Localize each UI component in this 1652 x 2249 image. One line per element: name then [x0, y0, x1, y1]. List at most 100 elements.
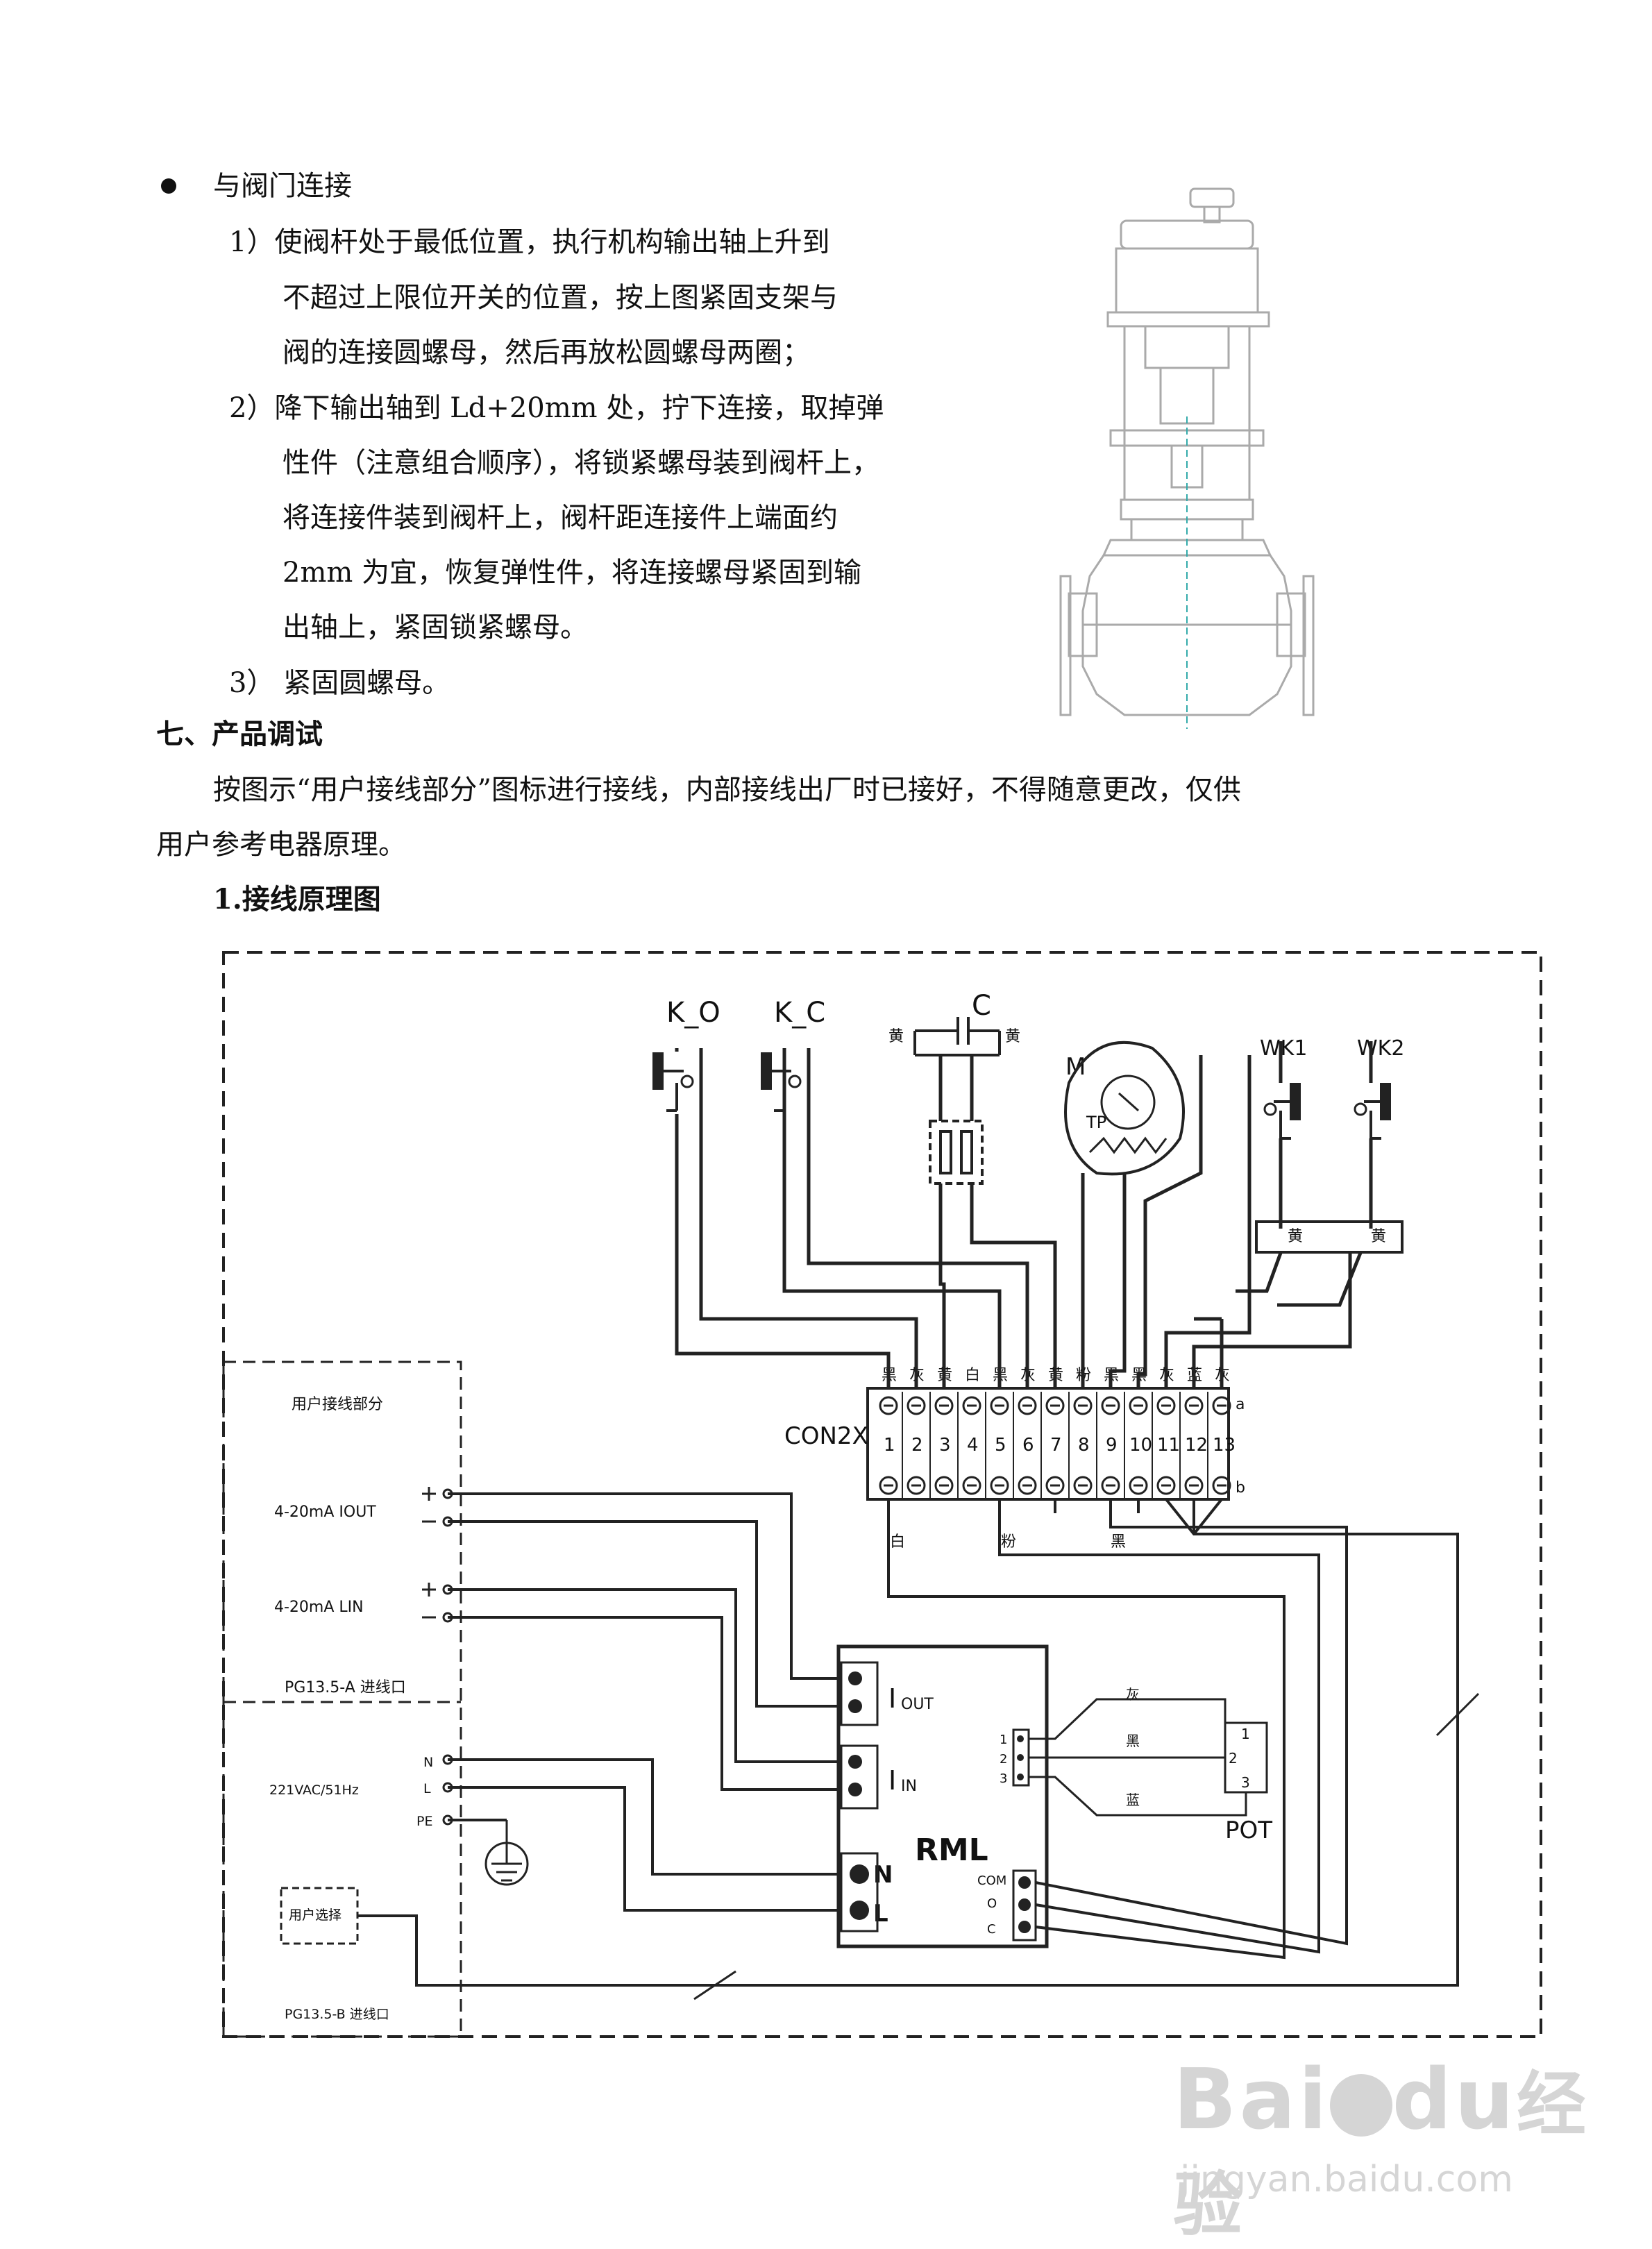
- terminal-screw-a-4: [962, 1396, 981, 1415]
- label-pot-pin1: 1: [1241, 1726, 1250, 1742]
- terminal-screw-a-7: [1045, 1396, 1065, 1415]
- terminal-screw-a-12: [1184, 1396, 1204, 1415]
- terminal-screw-a-11: [1156, 1396, 1176, 1415]
- label-pin-2: 2: [1000, 1752, 1007, 1767]
- terminal-screw-b-12: [1184, 1476, 1204, 1495]
- terminal-screw-b-2: [907, 1476, 926, 1495]
- terminal-screw-b-5: [990, 1476, 1009, 1495]
- label-user-select: 用户选择: [289, 1907, 342, 1923]
- terminal-screw-b-1: [879, 1476, 898, 1495]
- label-n: N: [423, 1755, 433, 1770]
- label-iin-sub: IN: [901, 1778, 917, 1795]
- sub-title-wiring: 1.接线原理图: [213, 883, 381, 916]
- step1-line1: 1）使阀杆处于最低位置，执行机构输出轴上升到: [229, 226, 830, 258]
- terminal-screw-a-6: [1018, 1396, 1037, 1415]
- label-power: 221VAC/51Hz: [269, 1783, 359, 1798]
- terminal-screw-a-1: [879, 1396, 898, 1415]
- terminal-number-10: 10: [1129, 1435, 1152, 1456]
- label-rml: RML: [915, 1833, 988, 1868]
- label-con2x: CON2X: [784, 1422, 868, 1450]
- terminal-screw-b-8: [1073, 1476, 1093, 1495]
- label-cap-yellow-left: 黄: [888, 1028, 904, 1045]
- terminal-screw-b-6: [1018, 1476, 1037, 1495]
- step2-line2: 性件（注意组合顺序），将锁紧螺母装到阀杆上，: [283, 447, 879, 479]
- debug-para-line2: 用户参考电器原理。: [156, 829, 406, 861]
- label-row-b: b: [1236, 1479, 1245, 1497]
- label-wk-yellow-right: 黄: [1371, 1228, 1386, 1245]
- label-wk1: WK1: [1260, 1036, 1307, 1061]
- label-wk-yellow-left: 黄: [1288, 1228, 1303, 1245]
- label-cap-yellow-right: 黄: [1005, 1028, 1020, 1045]
- label-tp: TP: [1086, 1113, 1106, 1132]
- label-c: C: [987, 1922, 996, 1937]
- section-title-connect: 与阀门连接: [213, 170, 352, 202]
- label-under-white: 白: [890, 1533, 905, 1551]
- label-pot: POT: [1225, 1817, 1272, 1844]
- terminal-number-2: 2: [911, 1435, 923, 1456]
- terminal-number-6: 6: [1022, 1435, 1034, 1456]
- step2-line3: 将连接件装到阀杆上，阀杆距连接件上端面约: [283, 502, 838, 534]
- terminal-number-12: 12: [1185, 1435, 1208, 1456]
- label-user-section: 用户接线部分: [292, 1396, 383, 1413]
- label-pg-a: PG13.5-A 进线口: [285, 1679, 406, 1696]
- label-pin-3: 3: [1000, 1771, 1007, 1786]
- label-pot-wire-blue: 蓝: [1126, 1792, 1140, 1808]
- terminal-screw-b-7: [1045, 1476, 1065, 1495]
- terminal-number-7: 7: [1050, 1435, 1062, 1456]
- label-o: O: [987, 1896, 997, 1911]
- terminal-screw-a-2: [907, 1396, 926, 1415]
- step2-line4: 2mm 为宜，恢复弹性件，将连接螺母紧固到输: [283, 557, 862, 589]
- label-l: L: [423, 1781, 431, 1796]
- watermark-url: jingyan.baidu.com: [1180, 2159, 1513, 2200]
- watermark-brand2: du: [1392, 2052, 1517, 2148]
- label-rml-l: L: [873, 1900, 888, 1928]
- label-iout-main: I: [888, 1683, 896, 1714]
- label-pot-pin2: 2: [1229, 1750, 1238, 1767]
- step2-line1: 2）降下输出轴到 Ld+20mm 处，拧下连接，取掉弹: [229, 392, 884, 424]
- step1-line2: 不超过上限位开关的位置，按上图紧固支架与: [283, 282, 838, 314]
- label-kc: K_C: [774, 997, 825, 1029]
- terminal-screw-a-8: [1073, 1396, 1093, 1415]
- label-under-pink: 粉: [1001, 1533, 1016, 1551]
- watermark-brand: Bai: [1173, 2052, 1330, 2148]
- label-pin-1: 1: [1000, 1733, 1007, 1747]
- section-title-debug: 七、产品调试: [156, 718, 323, 750]
- terminal-screw-a-13: [1212, 1396, 1231, 1415]
- terminal-screw-a-9: [1101, 1396, 1120, 1415]
- label-iin-main: I: [888, 1765, 896, 1796]
- terminal-number-3: 3: [939, 1435, 951, 1456]
- terminal-screw-b-11: [1156, 1476, 1176, 1495]
- label-pot-pin3: 3: [1241, 1774, 1250, 1791]
- label-pe: PE: [416, 1814, 432, 1829]
- label-iout: 4-20mA IOUT: [274, 1503, 376, 1521]
- terminal-screw-b-3: [934, 1476, 954, 1495]
- label-rml-n: N: [873, 1861, 893, 1889]
- terminal-screw-a-3: [934, 1396, 954, 1415]
- debug-para-line1: 按图示“用户接线部分”图标进行接线，内部接线出厂时已接好，不得随意更改，仅供: [213, 774, 1241, 806]
- terminal-number-1: 1: [884, 1435, 895, 1456]
- label-motor: M: [1065, 1053, 1086, 1081]
- label-row-a: a: [1236, 1396, 1245, 1413]
- label-com: COM: [977, 1873, 1006, 1888]
- label-pot-wire-black: 黑: [1126, 1733, 1140, 1749]
- terminal-screw-b-10: [1129, 1476, 1148, 1495]
- terminal-number-9: 9: [1106, 1435, 1118, 1456]
- step2-line5: 出轴上，紧固锁紧螺母。: [283, 612, 588, 643]
- step3-line: 3） 紧固圆螺母。: [229, 667, 450, 699]
- watermark-cn: 经验: [1173, 2064, 1589, 2246]
- label-iout-sub: OUT: [901, 1696, 934, 1713]
- step1-line3: 阀的连接圆螺母，然后再放松圆螺母两圈；: [283, 337, 810, 369]
- terminal-screw-b-13: [1212, 1476, 1231, 1495]
- watermark-paw-icon: [1329, 2074, 1392, 2137]
- label-lin: 4-20mA LIN: [274, 1599, 364, 1616]
- terminal-screw-b-9: [1101, 1476, 1120, 1495]
- label-wk2: WK2: [1357, 1036, 1404, 1061]
- label-under-black: 黑: [1111, 1533, 1126, 1551]
- terminal-number-5: 5: [995, 1435, 1006, 1456]
- terminal-number-8: 8: [1078, 1435, 1090, 1456]
- terminal-screw-b-4: [962, 1476, 981, 1495]
- label-ko: K_O: [666, 997, 720, 1029]
- label-cap: C: [972, 990, 991, 1022]
- label-pg-b: PG13.5-B 进线口: [285, 2007, 389, 2022]
